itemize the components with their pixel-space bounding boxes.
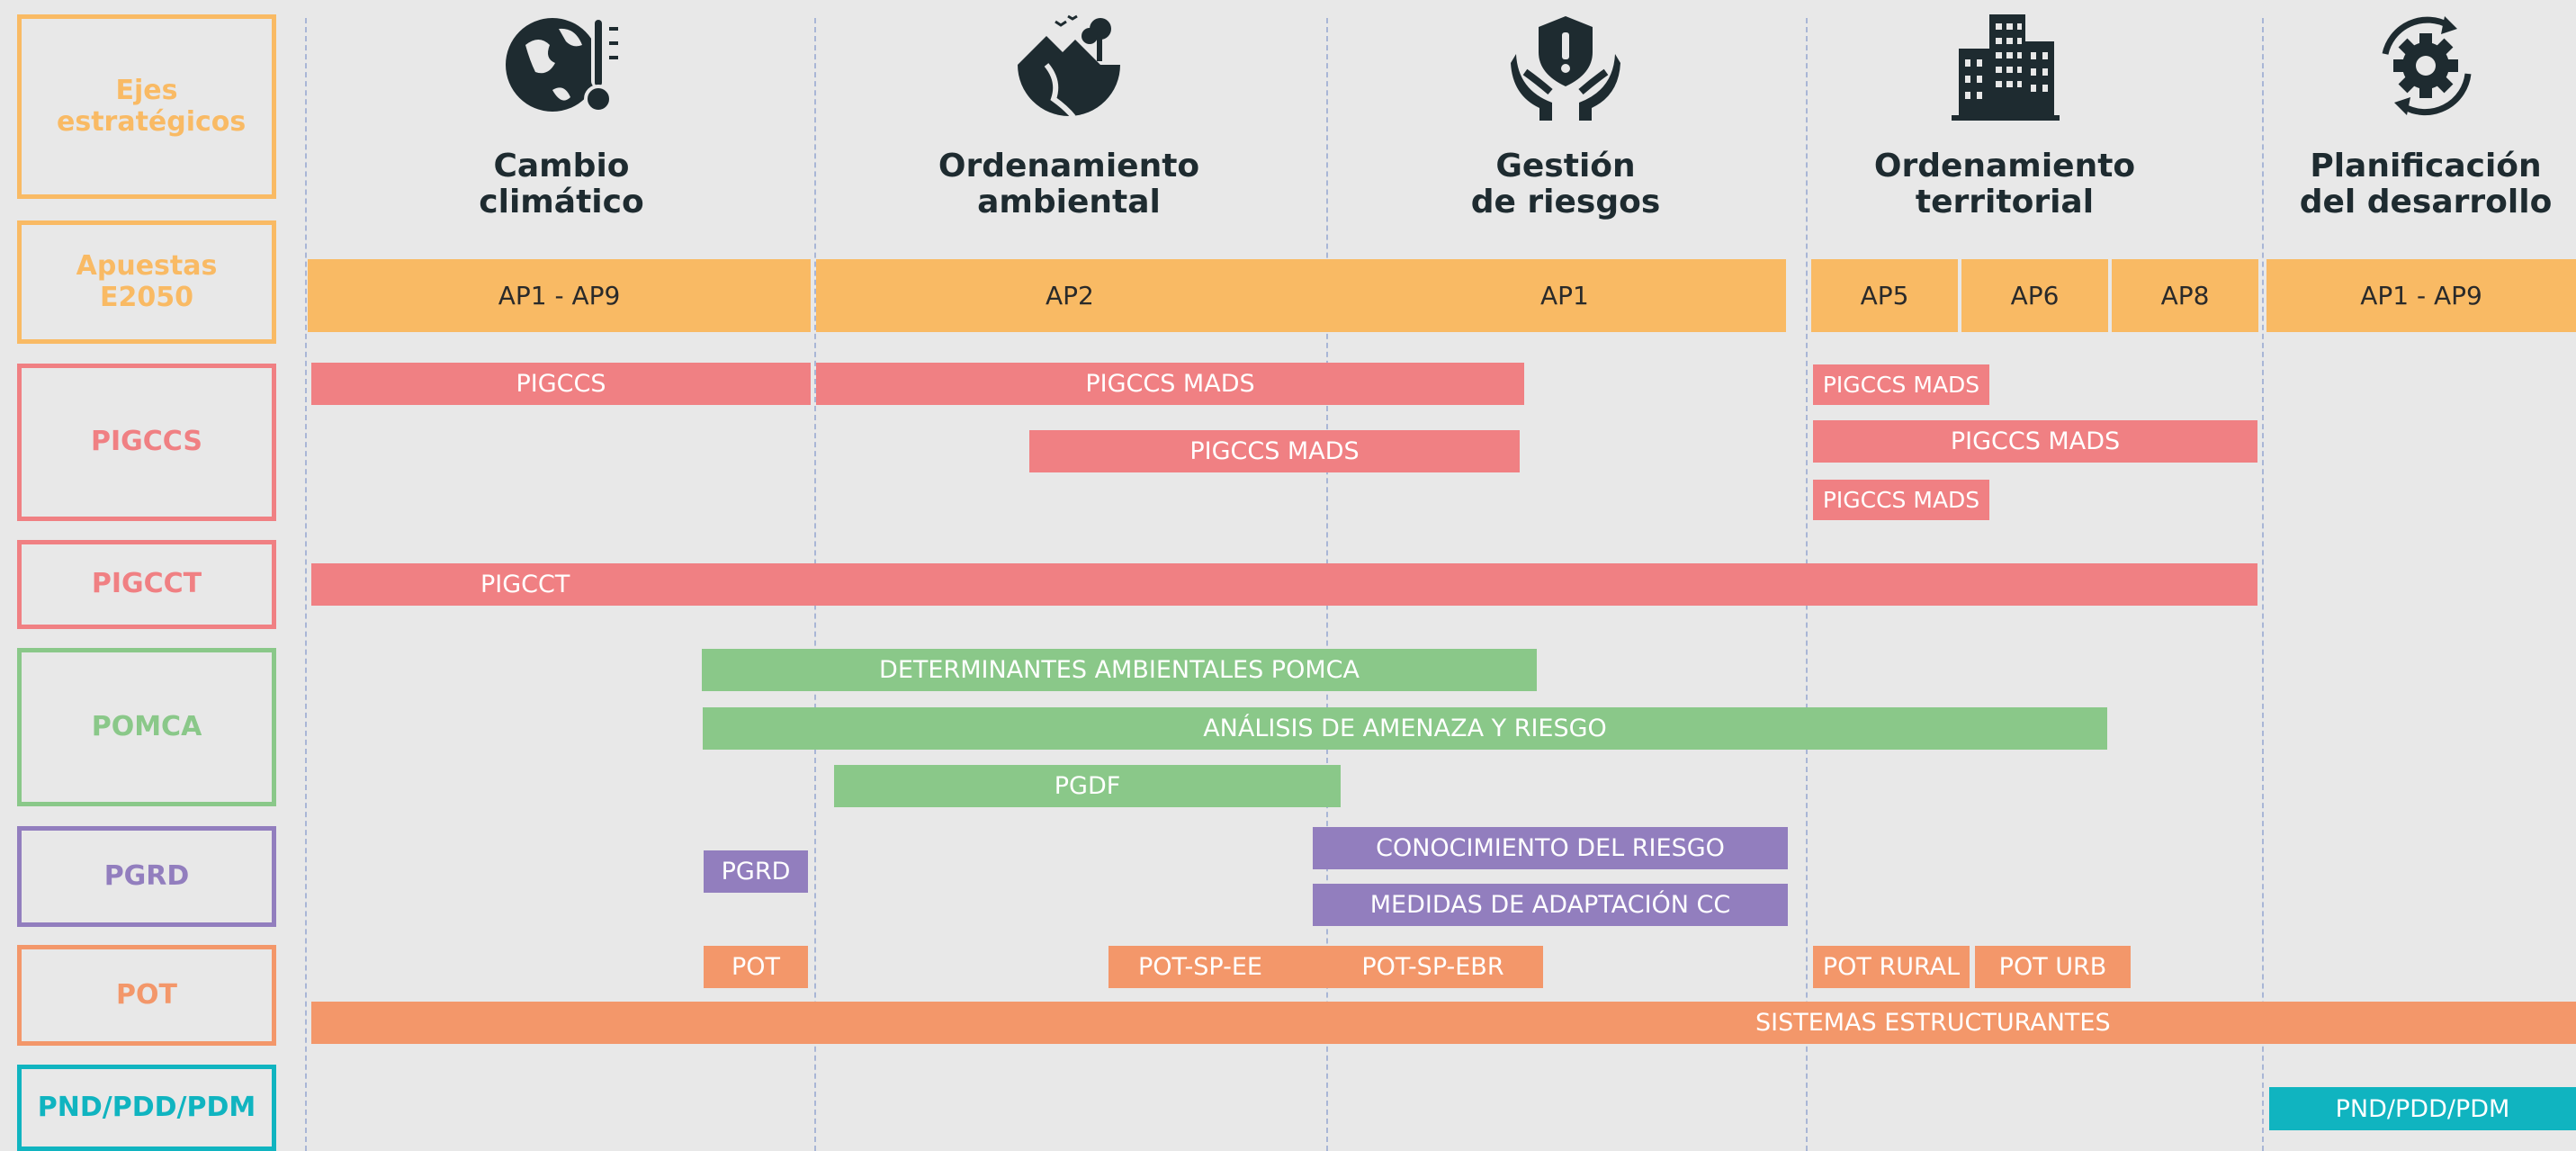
apuesta-bar: AP1 - AP9: [2266, 259, 2576, 332]
pot-bar: POT: [704, 946, 808, 988]
city-buildings-icon: [1952, 14, 2060, 121]
row-label-pomca: POMCA: [17, 648, 276, 806]
medidas-adaptacion-bar: MEDIDAS DE ADAPTACIÓN CC: [1313, 884, 1788, 926]
conocimiento-riesgo-bar: CONOCIMIENTO DEL RIESGO: [1313, 827, 1788, 869]
piggcs-mads-bar: PIGCCS MADS: [1813, 480, 1989, 520]
piggcs-mads-bar: PIGCCS MADS: [816, 363, 1524, 405]
axis-cambio-climatico: Cambio climático: [364, 9, 759, 220]
piggcs-mads-bar: PIGCCS MADS: [1813, 364, 1989, 405]
piggcs-mads-bar: PIGCCS MADS: [1813, 420, 2257, 463]
piggcs-mads-bar: PIGCCS MADS: [1029, 430, 1520, 472]
row-label-ejes: Ejes estratégicos: [17, 14, 276, 199]
axis-ordenamiento-ambiental: Ordenamiento ambiental: [871, 9, 1267, 220]
analisis-amenaza-bar: ANÁLISIS DE AMENAZA Y RIESGO: [703, 707, 2107, 750]
apuesta-label: AP1: [1540, 281, 1589, 310]
row-label-apuestas: Apuestas E2050: [17, 220, 276, 344]
axis-title: Cambio climático: [479, 148, 644, 220]
environment-landscape-icon: [1018, 14, 1120, 119]
axis-title: Ordenamiento territorial: [1873, 148, 2136, 220]
row-label-pot: POT: [17, 945, 276, 1046]
piggct-bar: PIGCCT: [311, 563, 2257, 606]
sistemas-estructurantes-bar: SISTEMAS ESTRUCTURANTES: [311, 1002, 2576, 1044]
pot-rural-bar: POT RURAL: [1813, 946, 1970, 988]
column-divider: [305, 18, 307, 1151]
row-label-piggct: PIGCCT: [17, 540, 276, 629]
gear-cycle-icon: [2382, 16, 2472, 116]
apuesta-label: AP2: [1046, 281, 1094, 310]
row-label-pgrd: PGRD: [17, 826, 276, 927]
column-divider: [2262, 18, 2264, 1151]
apuesta-bar: AP5: [1811, 259, 1958, 332]
apuesta-bar: AP1 - AP9: [308, 259, 811, 332]
axis-title: Ordenamiento ambiental: [938, 148, 1200, 220]
axis-ordenamiento-territorial: Ordenamiento territorial: [1807, 9, 2203, 220]
axis-planificacion-desarrollo: Planificación del desarrollo: [2228, 9, 2576, 220]
axis-title: Planificación del desarrollo: [2299, 148, 2553, 220]
piggcs-bar: PIGCCS: [311, 363, 811, 405]
row-label-piggcs: PIGCCS: [17, 364, 276, 521]
row-label-pnd: PND/PDD/PDM: [17, 1065, 276, 1151]
apuesta-bar-ap2-ap1: AP2 AP1: [816, 259, 1786, 332]
axis-title: Gestión de riesgos: [1470, 148, 1661, 220]
apuesta-bar: AP6: [1961, 259, 2108, 332]
pnd-bar: PND/PDD/PDM: [2269, 1087, 2576, 1130]
climate-globe-thermometer-icon: [506, 16, 618, 113]
pgrd-bar: PGRD: [704, 850, 808, 893]
hands-shield-alert-icon: [1511, 16, 1620, 121]
pot-sp-ee-bar: POT-SP-EE: [1108, 946, 1354, 988]
pot-sp-ebr-bar: POT-SP-EBR: [1323, 946, 1543, 988]
determinantes-bar: DETERMINANTES AMBIENTALES POMCA: [702, 649, 1537, 691]
pgdf-bar: PGDF: [834, 765, 1341, 807]
apuesta-bar: AP8: [2112, 259, 2258, 332]
axis-gestion-riesgos: Gestión de riesgos: [1368, 9, 1764, 220]
pot-urb-bar: POT URB: [1975, 946, 2131, 988]
